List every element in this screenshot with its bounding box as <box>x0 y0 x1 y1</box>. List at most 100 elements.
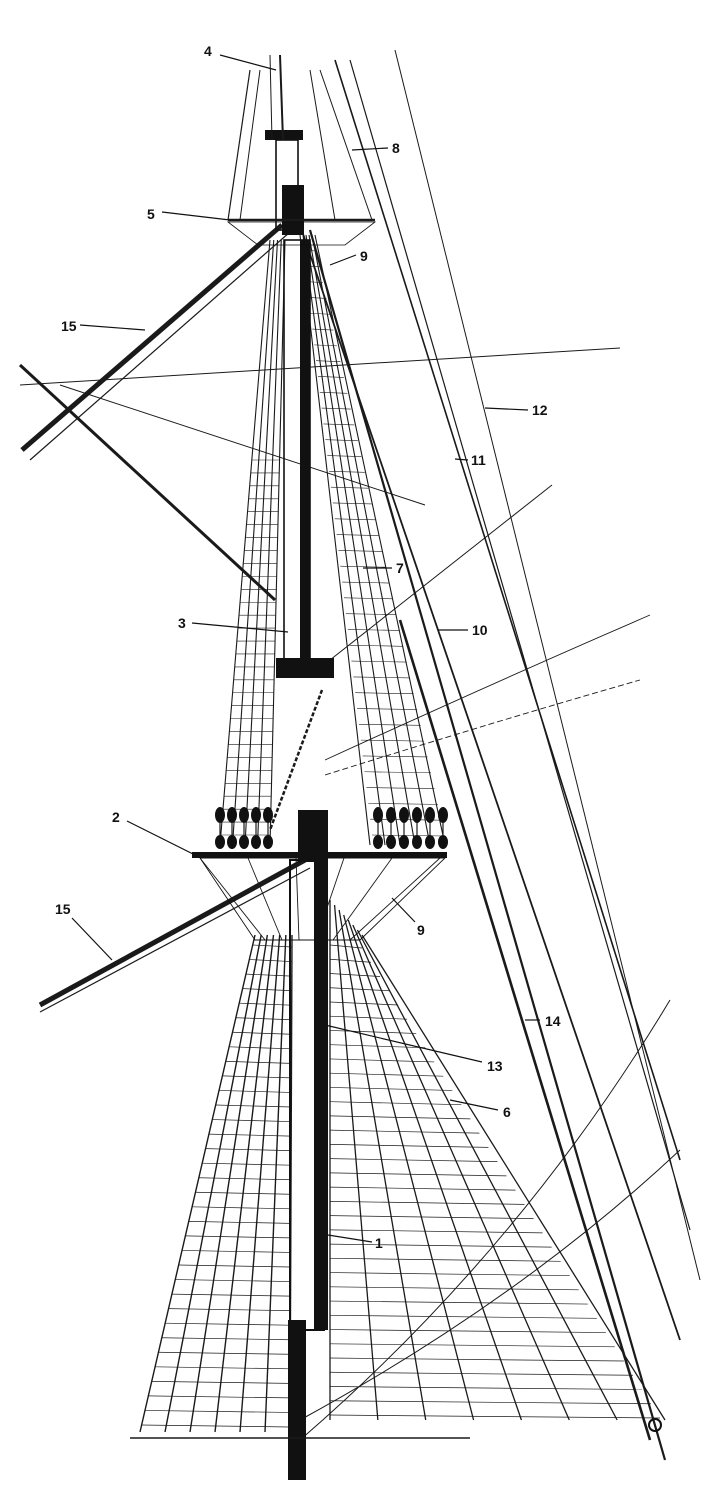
lower-spar-15 <box>38 857 307 1008</box>
backstay-heavy <box>398 619 652 1441</box>
lower-mast-foot <box>288 1320 306 1480</box>
ratline <box>329 1201 525 1205</box>
futtock-line <box>332 857 393 941</box>
stays <box>227 49 701 1461</box>
deadeyes-left <box>215 807 273 849</box>
ratline <box>329 1115 471 1120</box>
topmast-shroud <box>302 234 386 846</box>
topgallant-shroud <box>309 69 336 221</box>
topmast-shroud <box>305 234 401 846</box>
ratline <box>329 1215 534 1219</box>
ratline <box>329 1314 597 1319</box>
deadeye-icon <box>215 807 225 823</box>
backstay <box>308 229 667 1461</box>
topmast-shroud <box>311 234 431 846</box>
ratline <box>225 1061 292 1064</box>
ratline <box>329 1044 426 1049</box>
ratline <box>236 1017 292 1021</box>
brace-curve <box>299 1149 681 1421</box>
ratline <box>329 1158 498 1162</box>
topmast-ratline <box>334 518 376 521</box>
topmast-shroud <box>231 239 275 846</box>
ratline <box>222 1075 292 1079</box>
topmast-ratline <box>329 471 365 473</box>
ratline <box>329 1087 453 1091</box>
topmast-ratline <box>314 344 337 347</box>
ratline <box>239 1002 292 1006</box>
shroud-line <box>189 934 269 1433</box>
ratline <box>140 1424 291 1428</box>
shroud-line <box>139 934 256 1433</box>
ratline <box>329 987 390 992</box>
deadeye-icon <box>373 807 383 823</box>
shroud-line <box>333 904 379 1421</box>
braces <box>19 347 681 1441</box>
topmast-ratline <box>317 376 344 378</box>
ratline <box>329 1172 507 1177</box>
topmast-ratline <box>347 629 400 631</box>
label-8: 8 <box>392 140 400 156</box>
leader-3 <box>191 622 289 633</box>
ratline <box>329 1072 444 1077</box>
leader-4 <box>219 54 277 71</box>
label-5: 5 <box>147 206 155 222</box>
topmast-shroud <box>244 239 279 846</box>
stay-line <box>334 59 681 1161</box>
leader-9b <box>391 897 416 923</box>
ratline <box>329 958 372 963</box>
deadeye-icon <box>438 835 448 849</box>
ratline <box>329 1229 543 1234</box>
ratline <box>329 944 363 949</box>
ratline <box>161 1337 291 1341</box>
lower-shrouds-left <box>139 934 293 1433</box>
ratline <box>329 1015 408 1020</box>
ratline <box>219 1090 292 1093</box>
topmast-shroud <box>299 234 371 846</box>
brace-curve <box>324 679 641 776</box>
label-9-upper: 9 <box>360 248 368 264</box>
ratline <box>329 1058 435 1063</box>
lower-spar-15-edge <box>39 867 311 1013</box>
ratline <box>329 1357 624 1362</box>
deadeye-icon <box>251 835 261 849</box>
topgallant-shroud <box>319 69 373 221</box>
leader-15b <box>71 917 113 961</box>
shroud-line <box>338 909 427 1421</box>
ratline <box>215 1104 292 1108</box>
topmast-ratline <box>310 312 330 315</box>
ratline <box>249 959 292 962</box>
deadeye-icon <box>412 835 422 849</box>
shroud-line <box>239 934 281 1433</box>
ratline <box>329 1300 588 1305</box>
topmast-ratline <box>323 423 355 426</box>
deadeyes-right <box>373 807 448 849</box>
shroud-line <box>164 934 262 1433</box>
ratline <box>178 1264 291 1268</box>
deadeye-icon <box>215 835 225 849</box>
topmast-shroud <box>308 234 416 846</box>
topmast-ratline <box>332 502 372 505</box>
spars <box>18 223 311 1013</box>
ratline <box>181 1250 291 1253</box>
ratline <box>185 1235 291 1239</box>
ratline <box>329 1371 633 1376</box>
lower-top <box>192 852 447 858</box>
crosstrees-underside <box>226 221 377 246</box>
topmast-ratline <box>308 297 327 299</box>
ratline <box>329 1101 462 1106</box>
deadeye-icon <box>425 807 435 823</box>
topgallant-shroud <box>239 69 261 221</box>
leader-5 <box>161 211 231 221</box>
ratline <box>329 1186 516 1191</box>
shroud-line <box>347 919 523 1421</box>
tops <box>192 218 447 941</box>
shroud-line <box>356 929 618 1421</box>
futtock-line <box>349 857 441 941</box>
label-10: 10 <box>472 622 488 638</box>
topmast-ratline <box>362 755 428 758</box>
topmast-ratline <box>366 787 435 789</box>
lower-mast-shade <box>314 860 328 1330</box>
topmast-shroud <box>269 239 286 846</box>
ratline <box>229 1046 292 1050</box>
